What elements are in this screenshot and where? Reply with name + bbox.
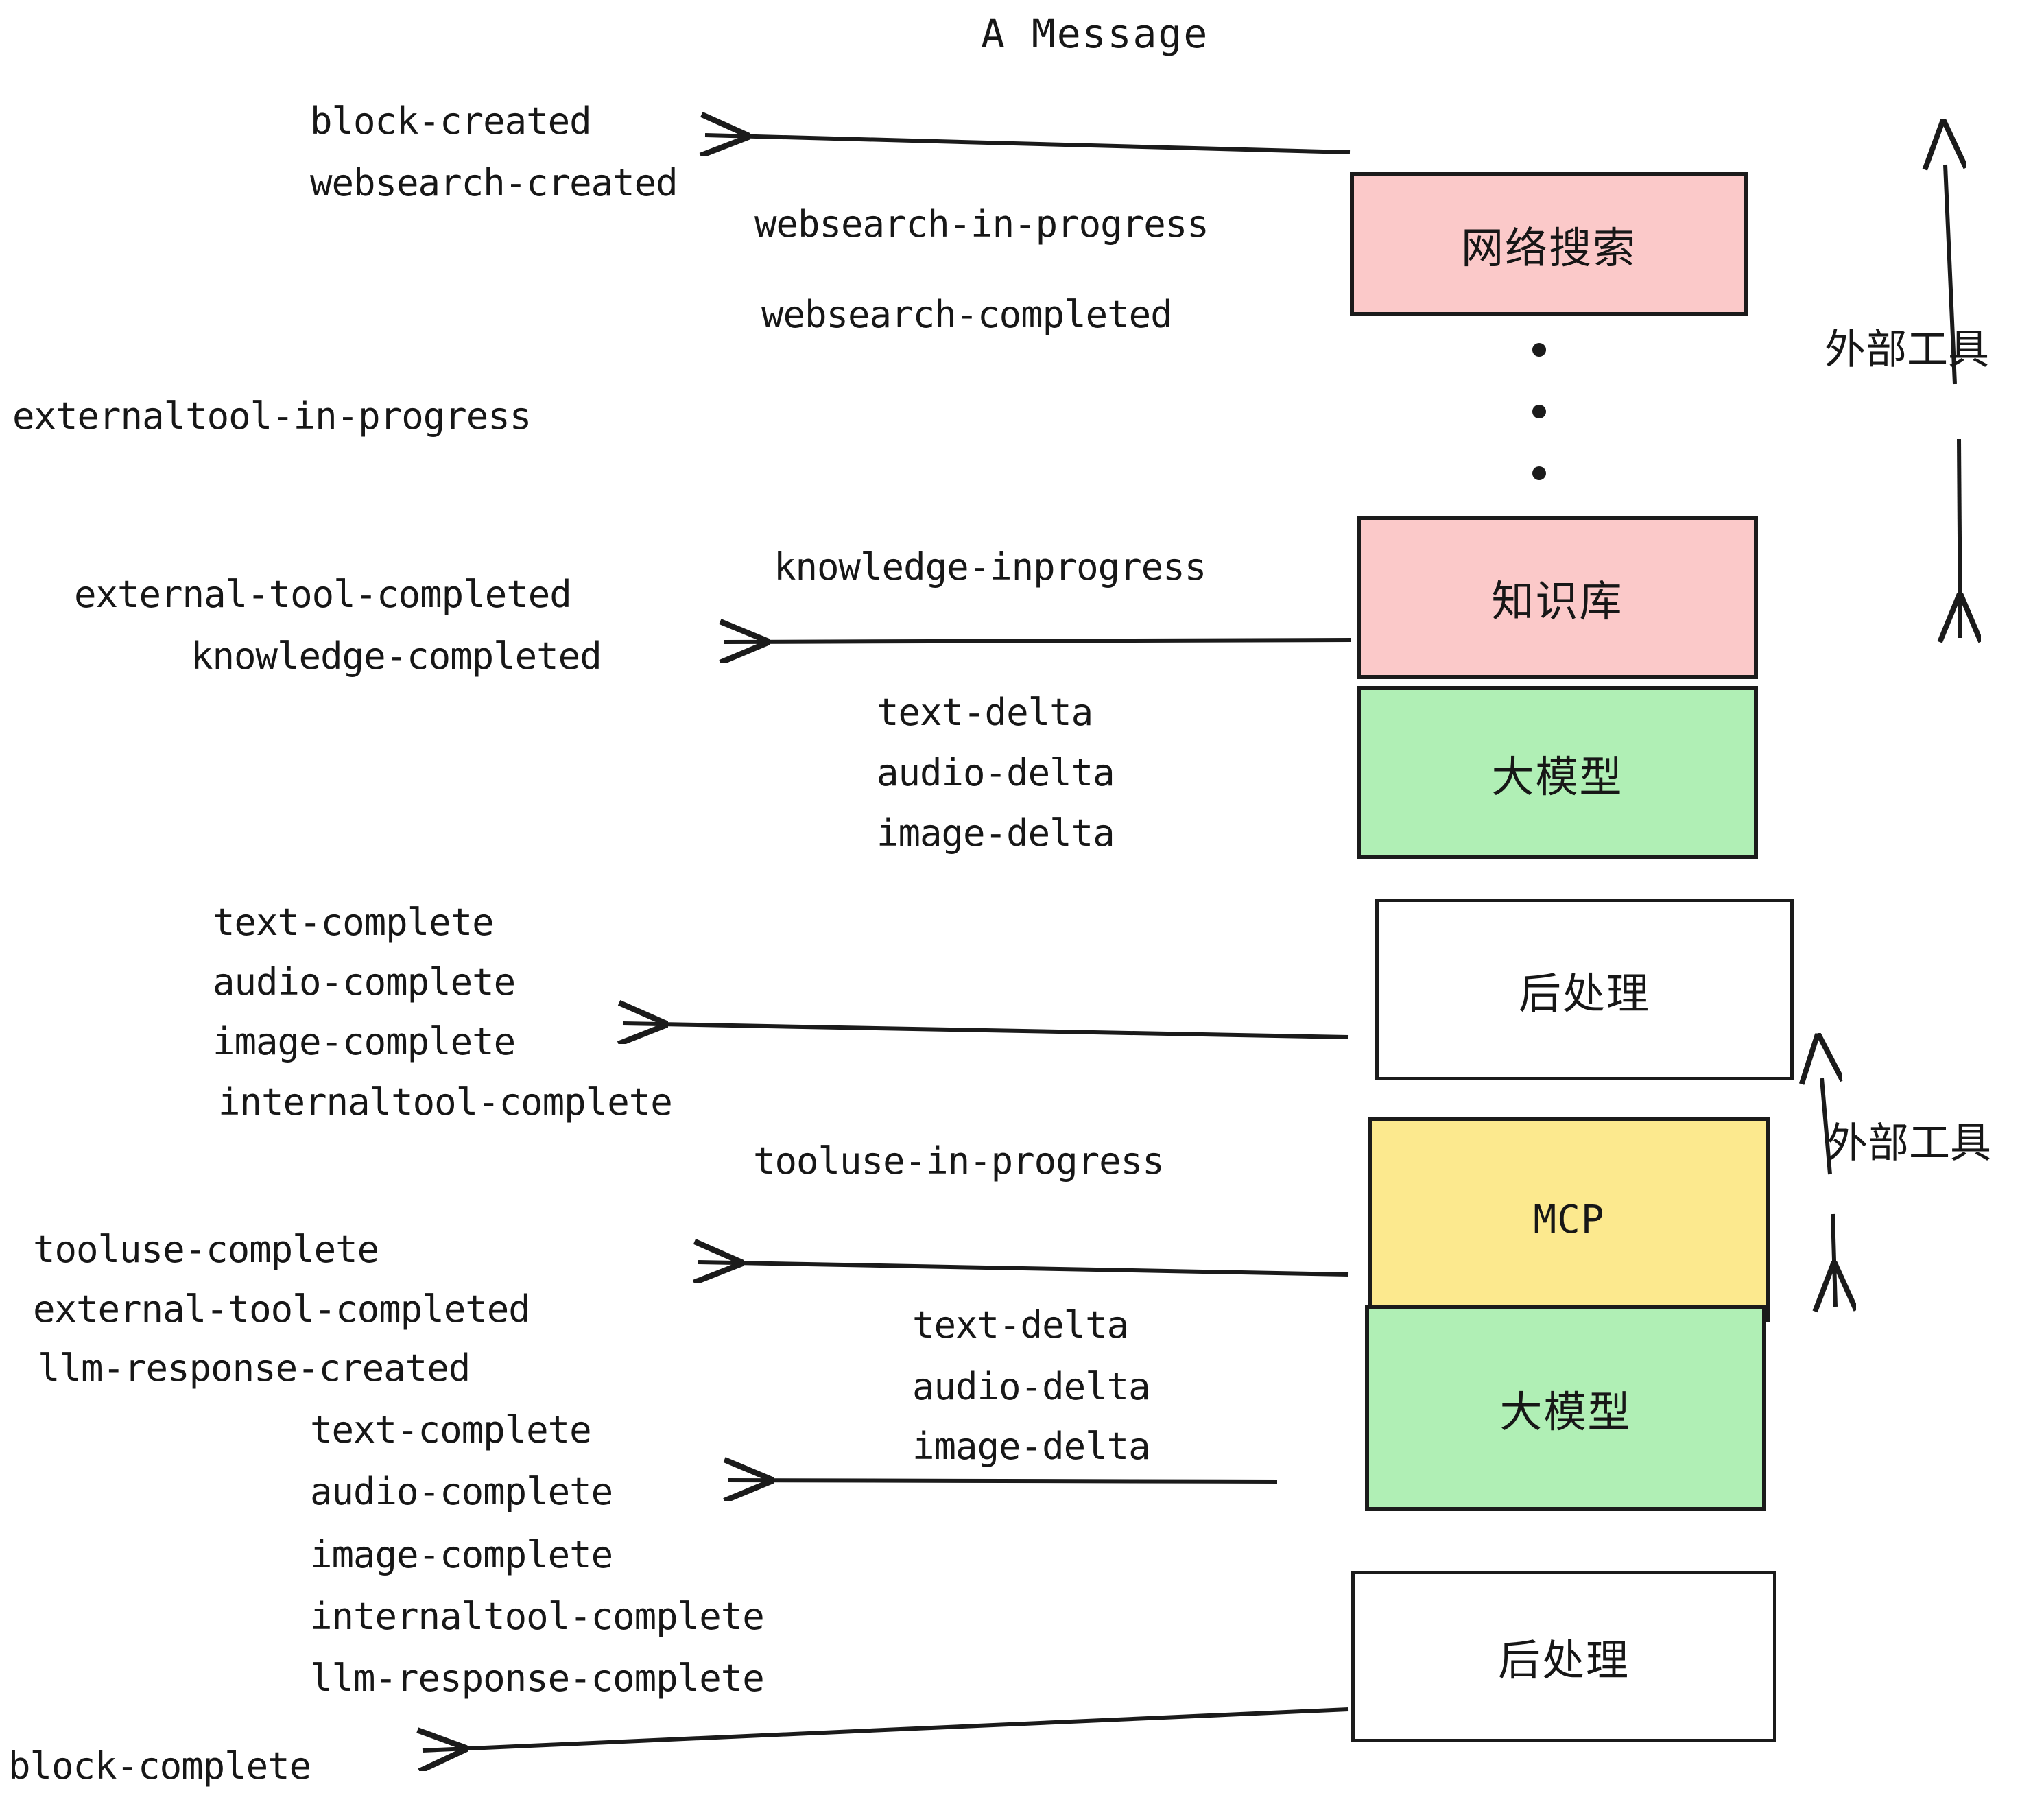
event-label-knowledge-inprogress: knowledge-inprogress — [774, 545, 1207, 589]
event-label-text-complete-1: text-complete — [213, 901, 495, 944]
event-label-websearch-in-progress: websearch-in-progress — [754, 202, 1209, 246]
event-label-block-created: block-created — [310, 99, 592, 143]
node-box-mcp[interactable]: MCP — [1368, 1117, 1770, 1322]
event-label-tooluse-complete: tooluse-complete — [33, 1228, 379, 1271]
event-label-internaltool-complete-1: internaltool-complete — [218, 1080, 673, 1124]
node-label: 网络搜索 — [1460, 223, 1637, 273]
event-label-external-tool-completed-2: external-tool-completed — [33, 1287, 531, 1331]
node-box-postprocess-first[interactable]: 后处理 — [1375, 899, 1794, 1080]
event-label-knowledge-completed: knowledge-completed — [191, 634, 602, 678]
node-box-websearch[interactable]: 网络搜索 — [1350, 172, 1748, 316]
event-label-audio-delta-1: audio-delta — [877, 751, 1115, 794]
event-label-audio-delta-2: audio-delta — [912, 1365, 1151, 1408]
event-label-tooluse-in-progress: tooluse-in-progress — [753, 1139, 1165, 1183]
node-box-postprocess-second[interactable]: 后处理 — [1351, 1571, 1776, 1742]
event-label-text-delta-2: text-delta — [912, 1303, 1129, 1346]
event-label-audio-complete-1: audio-complete — [213, 960, 516, 1004]
ellipsis-dots — [1531, 343, 1547, 480]
node-box-knowledge[interactable]: 知识库 — [1357, 516, 1758, 679]
node-label: MCP — [1533, 1197, 1605, 1242]
event-label-internaltool-complete-2: internaltool-complete — [310, 1595, 765, 1638]
ellipsis-dot — [1532, 405, 1546, 418]
event-label-image-complete-2: image-complete — [310, 1533, 613, 1576]
node-box-llm-second[interactable]: 大模型 — [1365, 1305, 1766, 1511]
event-label-image-delta-1: image-delta — [877, 811, 1115, 855]
ellipsis-dot — [1532, 466, 1546, 480]
ellipsis-dot — [1532, 343, 1546, 357]
event-label-llm-response-created: llm-response-created — [38, 1346, 471, 1390]
event-label-websearch-created: websearch-created — [310, 161, 678, 204]
event-label-image-delta-2: image-delta — [912, 1425, 1151, 1468]
node-label: 大模型 — [1491, 751, 1624, 802]
node-label: 后处理 — [1518, 968, 1650, 1019]
node-label: 大模型 — [1499, 1387, 1632, 1437]
event-label-text-delta-1: text-delta — [877, 691, 1093, 734]
node-box-llm-first[interactable]: 大模型 — [1357, 686, 1758, 859]
event-label-external-tool-completed-1: external-tool-completed — [74, 573, 572, 616]
side-label-external-tool-top: 外部工具 — [1825, 326, 1989, 374]
event-label-image-complete-1: image-complete — [213, 1020, 516, 1063]
page-title: A Message — [981, 10, 1209, 57]
event-label-externaltool-in-progress: externaltool-in-progress — [12, 394, 532, 438]
node-label: 后处理 — [1497, 1635, 1630, 1685]
event-label-websearch-completed: websearch-completed — [761, 293, 1173, 336]
event-label-block-complete: block-complete — [8, 1744, 311, 1788]
event-label-llm-response-complete: llm-response-complete — [310, 1657, 765, 1700]
node-label: 知识库 — [1491, 576, 1624, 626]
event-label-audio-complete-2: audio-complete — [310, 1470, 613, 1513]
event-label-text-complete-2: text-complete — [310, 1408, 592, 1451]
side-label-external-tool-bottom: 外部工具 — [1827, 1119, 1991, 1167]
